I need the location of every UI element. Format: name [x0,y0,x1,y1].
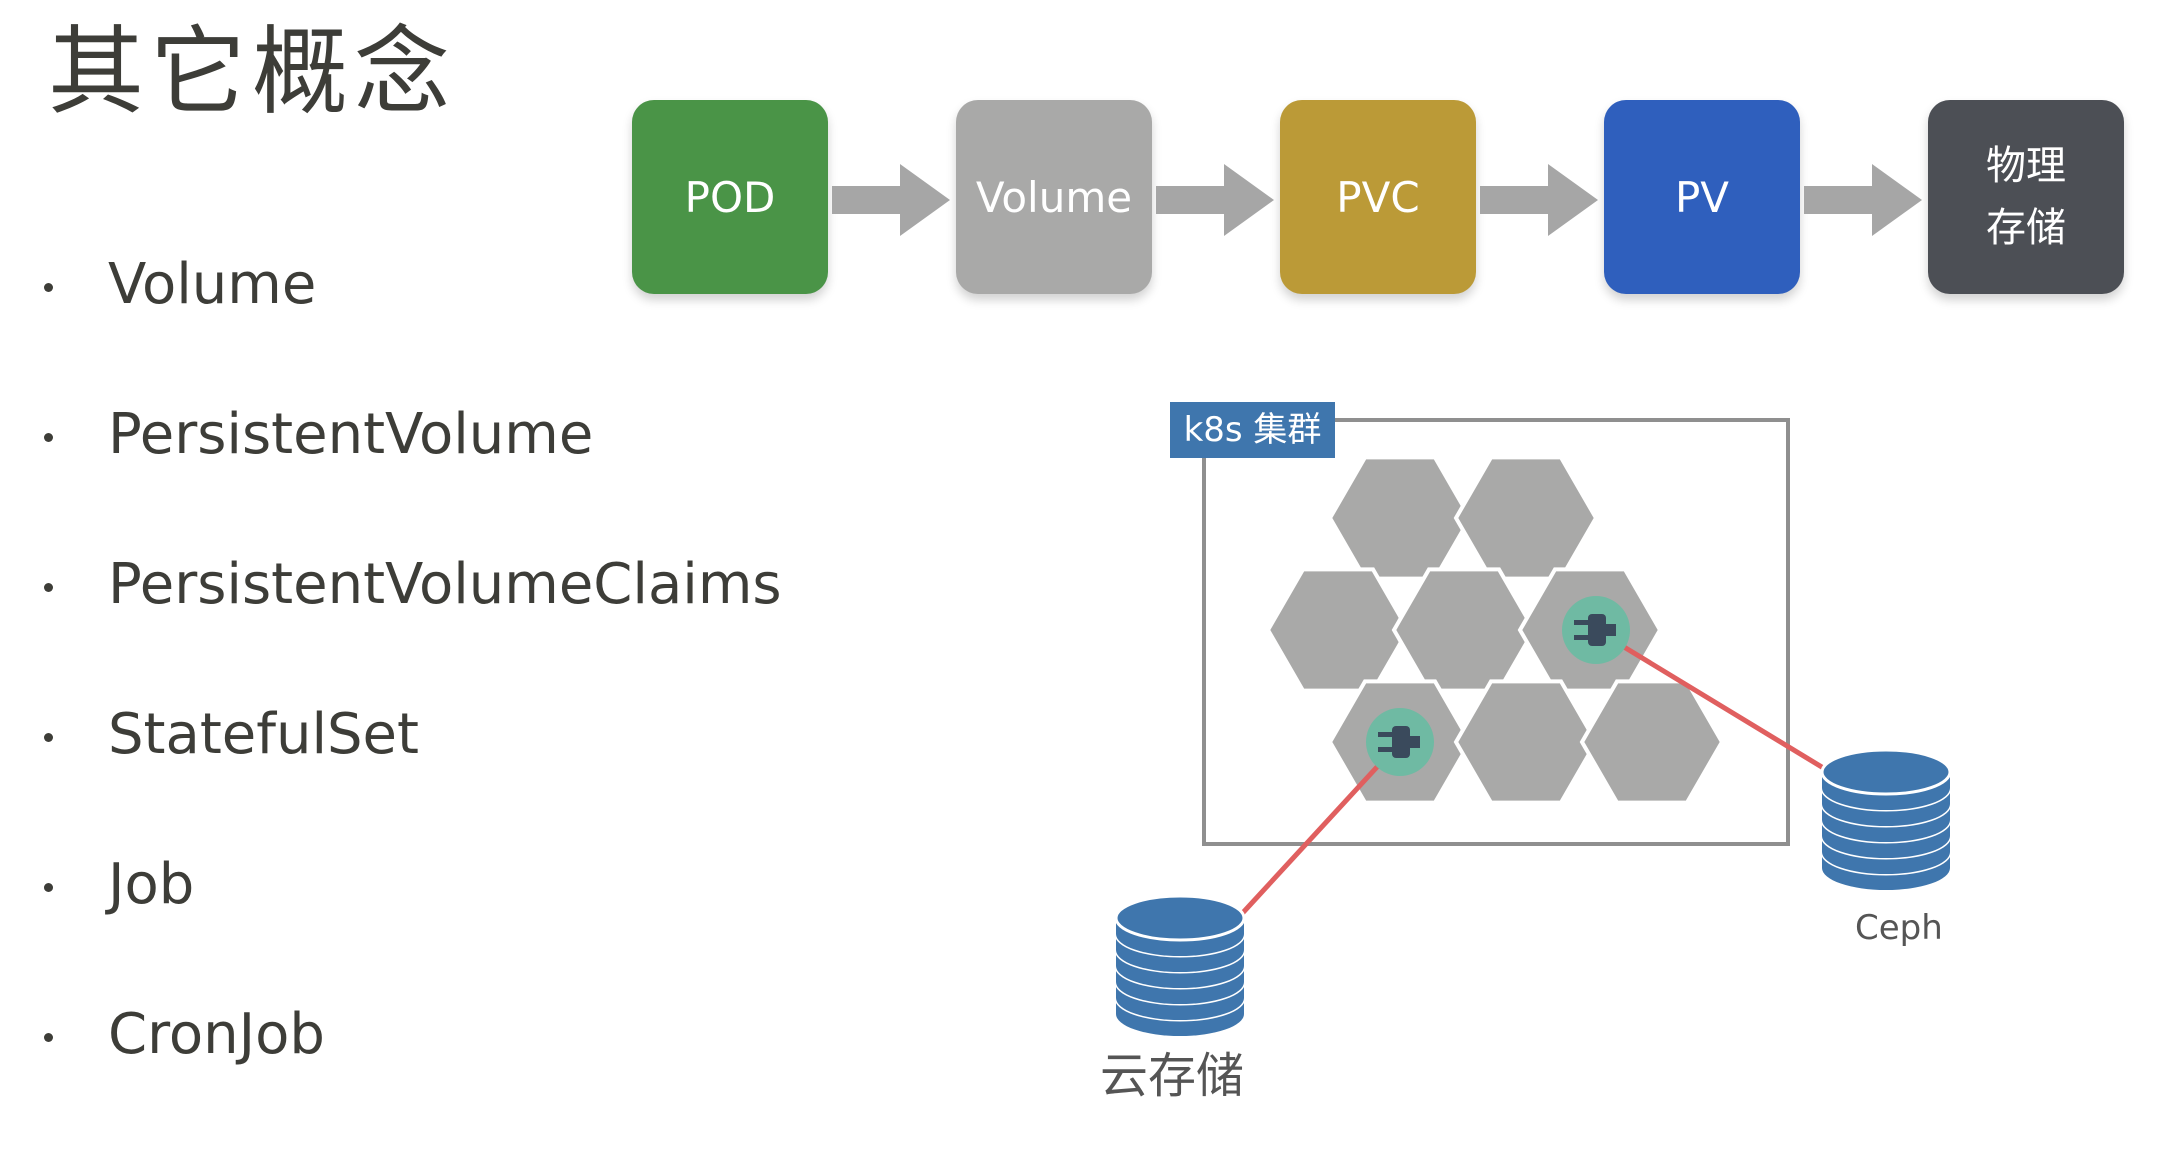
list-item-text: Volume [108,252,317,317]
db-layer [1116,918,1244,956]
flow-box-label: POD [684,172,776,222]
list-item-text: Job [108,852,195,917]
flow-box-label: 物理 存储 [1986,143,2066,251]
list-item-text: CronJob [108,1002,325,1067]
cloud-storage-database-icon [1114,894,1246,1036]
right-arrow-icon [1156,164,1274,236]
node-hexagon [1517,567,1663,693]
plug-icon [1562,596,1630,664]
db-layer-top [1114,894,1246,942]
list-item-text: PersistentVolume [108,402,594,467]
db-layer-top [1820,812,1952,860]
right-arrow-icon [832,164,950,236]
plug-icon [1366,708,1434,776]
db-layer [1116,934,1244,972]
page-title: 其它概念 [48,16,456,128]
bullet-dot-icon [44,433,53,442]
node-hexagon [1265,567,1411,693]
node-hexagon [1453,455,1599,581]
db-layer [1822,836,1950,874]
ceph-database-icon [1820,748,1952,890]
db-layer [1116,982,1244,1020]
link-ceph [1594,627,1832,775]
db-layer-top [1114,910,1246,958]
db-layer-top [1114,974,1246,1022]
db-layer [1822,820,1950,858]
db-layer-top [1820,764,1952,812]
node-hexagon [1327,679,1473,805]
db-layer [1822,788,1950,826]
cluster-boundary [1202,418,1790,846]
link-cloud-storage [1236,740,1402,920]
flow-box-label: PV [1674,172,1730,222]
node-hexagon [1579,679,1725,805]
node-hexagon [1391,567,1537,693]
node-hexagon [1453,679,1599,805]
bullet-dot-icon [44,883,53,892]
right-arrow-icon [1804,164,1922,236]
db-layer-top [1820,748,1952,796]
list-item-text: PersistentVolumeClaims [108,552,782,617]
db-layer-top [1114,958,1246,1006]
bullet-dot-icon [44,583,53,592]
db-layer-top [1114,942,1246,990]
flow-box-pod: POD [632,100,828,294]
flow-box-label: Volume [975,172,1133,222]
flow-box-pv: PV [1604,100,1800,294]
db-layer [1116,950,1244,988]
db-layer [1822,772,1950,810]
cloud-storage-label: 云存储 [1100,1048,1245,1104]
db-layer [1822,804,1950,842]
db-layer [1822,852,1950,890]
bullet-dot-icon [44,733,53,742]
flow-box-volume: Volume [956,100,1152,294]
ceph-label: Ceph [1855,908,1943,948]
db-layer-top [1820,796,1952,844]
flow-box-label: PVC [1336,172,1420,222]
node-hexagon [1327,455,1473,581]
db-layer-top [1114,926,1246,974]
bullet-dot-icon [44,1033,53,1042]
cluster-label: k8s 集群 [1170,402,1335,458]
flow-box-physical-storage: 物理 存储 [1928,100,2124,294]
list-item-text: StatefulSet [108,702,419,767]
flow-box-pvc: PVC [1280,100,1476,294]
db-layer-top [1820,828,1952,876]
bullet-dot-icon [44,283,53,292]
db-layer [1116,998,1244,1036]
db-layer-top [1820,780,1952,828]
right-arrow-icon [1480,164,1598,236]
node-grid [1265,455,1725,805]
db-layer [1116,966,1244,1004]
